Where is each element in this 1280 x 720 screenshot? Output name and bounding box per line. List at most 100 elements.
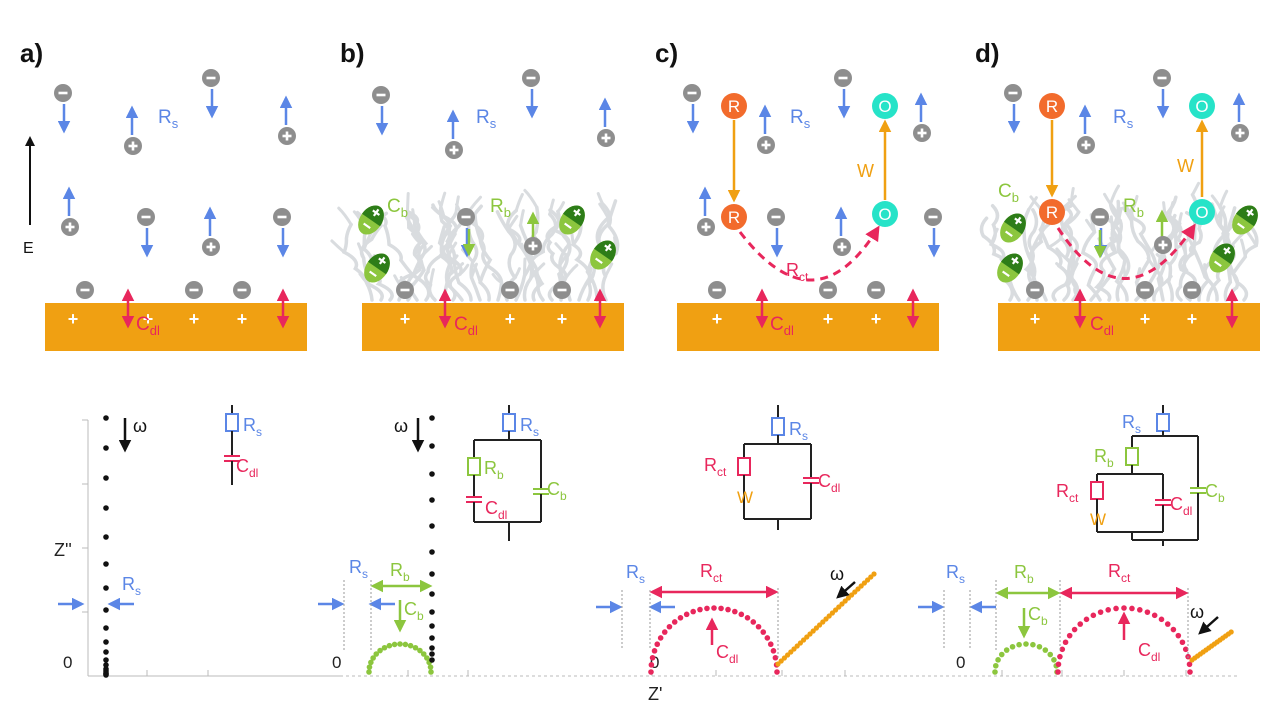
electrode-0: [45, 303, 307, 351]
ion-plus-sign: [604, 133, 608, 143]
ion-minus-sign: [771, 215, 781, 219]
impedance-point: [366, 669, 372, 675]
impedance-point: [1090, 612, 1097, 619]
origin-label: 0: [332, 653, 341, 672]
impedance-point: [429, 657, 435, 663]
impedance-point: [671, 619, 678, 625]
impedance-point: [103, 415, 109, 421]
bound-ion-minus: [595, 257, 603, 265]
impedance-point: [1170, 626, 1177, 633]
impedance-point: [429, 471, 435, 477]
polymer-strand: [405, 213, 431, 302]
impedance-point: [998, 651, 1005, 658]
cdl-label: Cdl: [1138, 640, 1160, 664]
circuit-label: Rct: [704, 455, 727, 479]
impedance-point: [1016, 641, 1022, 648]
resistor-symbol: [502, 413, 516, 432]
electrode-charge: +: [823, 309, 834, 329]
impedance-point: [429, 497, 435, 503]
species-letter: R: [1046, 203, 1058, 222]
impedance-point: [407, 642, 414, 649]
impedance-point: [427, 664, 434, 670]
rs-label: Rs: [790, 107, 811, 131]
impedance-point: [1042, 647, 1049, 653]
bound-ion-plus: [573, 208, 581, 217]
rct-label: Rct: [1108, 561, 1131, 585]
resistor-symbol: [737, 457, 751, 476]
circuit-label: Cb: [547, 479, 567, 503]
ion-minus-sign: [1157, 76, 1167, 80]
polymer-strand: [528, 212, 558, 302]
bound-ion-plus: [1014, 216, 1022, 225]
bound-ion-pair: [358, 205, 384, 235]
species-letter: O: [878, 97, 891, 116]
circuit-label: W: [1090, 510, 1106, 529]
impedance-point: [648, 669, 654, 675]
impedance-point: [725, 606, 731, 613]
electrode-charge: +: [1187, 309, 1198, 329]
ion-minus-sign: [1008, 91, 1018, 95]
impedance-point: [368, 659, 374, 666]
impedance-point: [1136, 607, 1143, 613]
impedance-point: [1144, 609, 1151, 615]
polymer-strand: [473, 214, 493, 302]
circuit-label: W: [737, 488, 753, 507]
impedance-point: [992, 662, 999, 669]
charge-transfer-arrow: [738, 225, 880, 282]
rb-label: Rb: [1123, 196, 1144, 220]
ion-minus-sign: [206, 76, 216, 80]
rs-label: Rs: [626, 562, 645, 586]
impedance-point: [677, 615, 684, 621]
impedance-point: [103, 585, 109, 591]
polymer-branch: [330, 239, 346, 254]
bound-ion-pair: [1000, 213, 1026, 243]
ion-plus-sign: [764, 140, 768, 150]
polymer-strand: [438, 206, 473, 302]
polymer-branch: [514, 193, 524, 213]
impedance-point: [103, 625, 109, 631]
panel-label-c: c): [655, 38, 678, 68]
impedance-point: [366, 664, 373, 670]
polymer-strand: [600, 202, 620, 302]
impedance-point: [103, 445, 109, 451]
rs-label: Rs: [349, 557, 368, 581]
origin-label: 0: [650, 653, 659, 672]
ion-minus-sign: [80, 288, 90, 292]
impedance-point: [1055, 669, 1061, 675]
impedance-point: [649, 654, 656, 661]
panel-label-b: b): [340, 38, 365, 68]
impedance-point: [760, 629, 767, 635]
impedance-point: [718, 605, 724, 612]
impedance-point: [103, 534, 109, 540]
bound-ion-minus: [369, 270, 377, 278]
bound-ion-minus: [1002, 270, 1010, 278]
polymer-branch: [1167, 201, 1175, 218]
bound-ion-minus: [363, 222, 371, 230]
resistor-symbol: [1090, 481, 1104, 500]
ion-plus-sign: [840, 242, 844, 252]
circuit-label: Rct: [1056, 481, 1079, 505]
species-O: [872, 93, 898, 119]
bound-ion-plus: [378, 256, 386, 265]
impedance-point: [417, 647, 423, 654]
panel-label-d: d): [975, 38, 1000, 68]
species-O: [1189, 199, 1215, 225]
impedance-point: [1055, 661, 1062, 668]
electrode-charge: +: [1140, 309, 1151, 329]
impedance-point: [429, 591, 435, 597]
polymer-strand: [431, 203, 459, 302]
polymer-branch: [439, 191, 447, 210]
bound-ion-pair: [1232, 205, 1258, 235]
impedance-point: [1083, 616, 1090, 623]
impedance-point: [1030, 641, 1036, 648]
impedance-point: [429, 443, 435, 449]
impedance-point: [661, 629, 668, 635]
impedance-point: [774, 669, 780, 675]
bound-ion-pair: [1209, 243, 1235, 273]
polymer-strand: [441, 214, 465, 302]
origin-label: 0: [956, 653, 965, 672]
impedance-point: [373, 651, 380, 657]
ion-minus-sign: [461, 215, 471, 219]
polymer-strand: [1063, 210, 1084, 302]
